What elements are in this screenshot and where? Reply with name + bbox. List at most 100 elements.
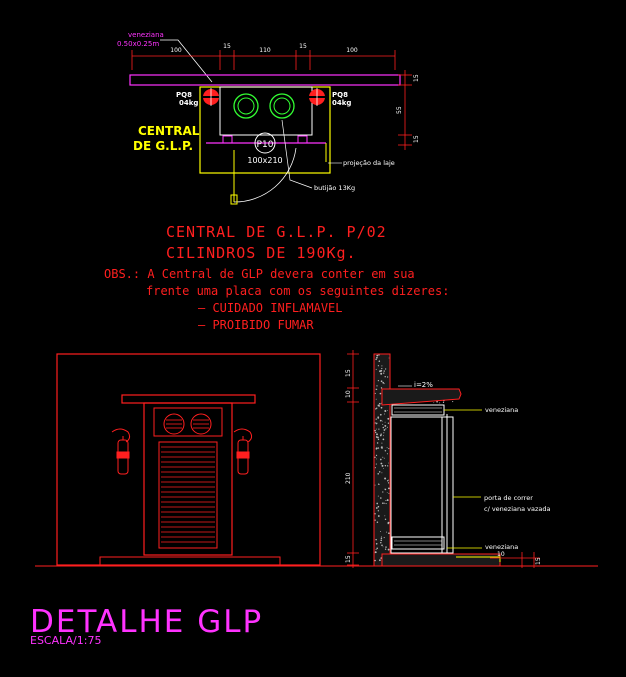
hatch-dot: [384, 421, 386, 423]
hatch-dot: [374, 467, 376, 469]
hatch-dot: [376, 385, 378, 387]
hatch-dot: [386, 453, 388, 455]
plan-dim-right-2: 15: [413, 135, 420, 143]
hatch-dot: [381, 367, 383, 370]
hatch-dot: [384, 450, 387, 452]
hatch-dot: [377, 436, 379, 439]
hatch-dot: [376, 422, 378, 424]
plan-cylinder-2-inner: [273, 97, 291, 115]
plan-door-tag-icon: [254, 132, 276, 154]
hatch-dot: [375, 398, 377, 400]
hatch-dot: [374, 551, 377, 554]
notes-title-1: CENTRAL DE G.L.P. P/02: [166, 223, 387, 241]
hatch-dot: [387, 521, 390, 524]
hatch-dot: [380, 497, 382, 499]
hatch-dot: [384, 477, 387, 480]
hatch-dot: [378, 402, 381, 405]
hatch-dot: [374, 484, 376, 486]
plan-dim-ticks: [131, 50, 396, 70]
hatch-dot: [387, 462, 389, 464]
drawing-title: DETALHE GLP: [30, 604, 263, 640]
hatch-dot: [377, 473, 379, 475]
hatch-dot: [380, 369, 383, 372]
plan-dim-right-1: 55: [396, 106, 403, 114]
plan-vent-label: veneziana: [128, 31, 164, 39]
hatch-dot: [381, 365, 383, 367]
hatch-dot: [375, 358, 377, 361]
hatch-dot: [387, 482, 390, 484]
hatch-dot: [384, 464, 387, 467]
hatch-dot: [386, 492, 388, 493]
plan-door-label: P10: [257, 140, 274, 150]
hatch-dot: [382, 426, 385, 429]
plan-cylinder-left-weight: 04kg: [179, 99, 198, 107]
hatch-dot: [442, 401, 445, 404]
elevation-view: [35, 353, 598, 567]
hatch-dot: [375, 458, 377, 460]
plan-view: veneziana 0.50x0.25m 100 15 110 15 100 1…: [117, 31, 420, 205]
hatch-dot: [375, 543, 378, 545]
hatch-dot: [385, 499, 387, 502]
hatch-dot: [386, 376, 389, 378]
hatch-dot: [375, 388, 377, 390]
section-dim-0: 15: [345, 369, 352, 377]
hatch-dot: [377, 404, 380, 407]
hatch-dot: [375, 454, 378, 457]
hatch-dot: [378, 354, 380, 356]
hatch-dot: [382, 456, 384, 458]
hatch-dot: [380, 433, 382, 435]
elevation-sign-left-icon: [163, 413, 185, 435]
section-vent-top-label: veneziana: [485, 406, 518, 414]
hatch-dot: [375, 436, 378, 438]
hatch-dot: [383, 372, 385, 374]
section-roof-slab: [381, 388, 462, 406]
hatch-dot: [380, 462, 383, 465]
hatch-dot: [381, 464, 384, 467]
hatch-dot: [381, 472, 383, 474]
hatch-dot: [375, 538, 377, 541]
hatch-dot: [376, 433, 378, 436]
hatch-dot: [378, 471, 381, 473]
notes-obs-line-2: frente uma placa com os seguintes dizere…: [146, 284, 449, 298]
hatch-dot: [375, 507, 378, 509]
plan-projection-label: projeção da laje: [343, 159, 395, 167]
hatch-dot: [375, 368, 377, 370]
hatch-dot: [383, 502, 385, 504]
hatch-dot: [384, 410, 387, 412]
hatch-dot: [377, 365, 380, 367]
plan-door-handle: [230, 194, 238, 205]
plan-door-jamb-left: [222, 135, 233, 144]
hatch-dot: [387, 417, 390, 420]
hatch-dot: [377, 416, 380, 419]
hatch-dot: [380, 380, 383, 383]
hatch-dot: [387, 422, 390, 424]
hatch-dot: [452, 401, 454, 403]
notes-item-2: – PROIBIDO FUMAR: [198, 318, 314, 332]
hatch-dot: [382, 381, 385, 384]
hatch-dot: [388, 492, 390, 494]
hatch-dot: [439, 402, 441, 404]
hatch-dot: [433, 402, 435, 404]
hatch-dot: [384, 368, 387, 370]
hatch-dot: [380, 539, 383, 542]
section-dim-bottom-label: 10: [497, 551, 505, 558]
hatch-dot: [377, 495, 379, 497]
hatch-dot: [386, 426, 388, 428]
plan-door-size: 100x210: [247, 156, 282, 165]
hatch-dot: [379, 413, 382, 416]
plan-dim-1: 15: [223, 43, 231, 50]
plan-dim-3: 15: [299, 43, 307, 50]
hatch-dot: [380, 537, 383, 539]
hatch-dot: [385, 546, 387, 548]
hatch-dot: [377, 380, 379, 382]
hatch-dot: [382, 502, 384, 505]
section-door-frame: [390, 416, 454, 554]
hatch-dot: [380, 387, 383, 389]
hatch-dot: [385, 428, 387, 430]
drawing-scale: ESCALA/1:75: [30, 634, 101, 647]
plan-cylinder-right-weight: 04kg: [332, 99, 351, 107]
elevation-vent-panel: [153, 407, 223, 437]
hatch-dot: [386, 531, 388, 533]
plan-door-jamb-right: [297, 135, 308, 144]
hatch-dot: [387, 410, 388, 411]
